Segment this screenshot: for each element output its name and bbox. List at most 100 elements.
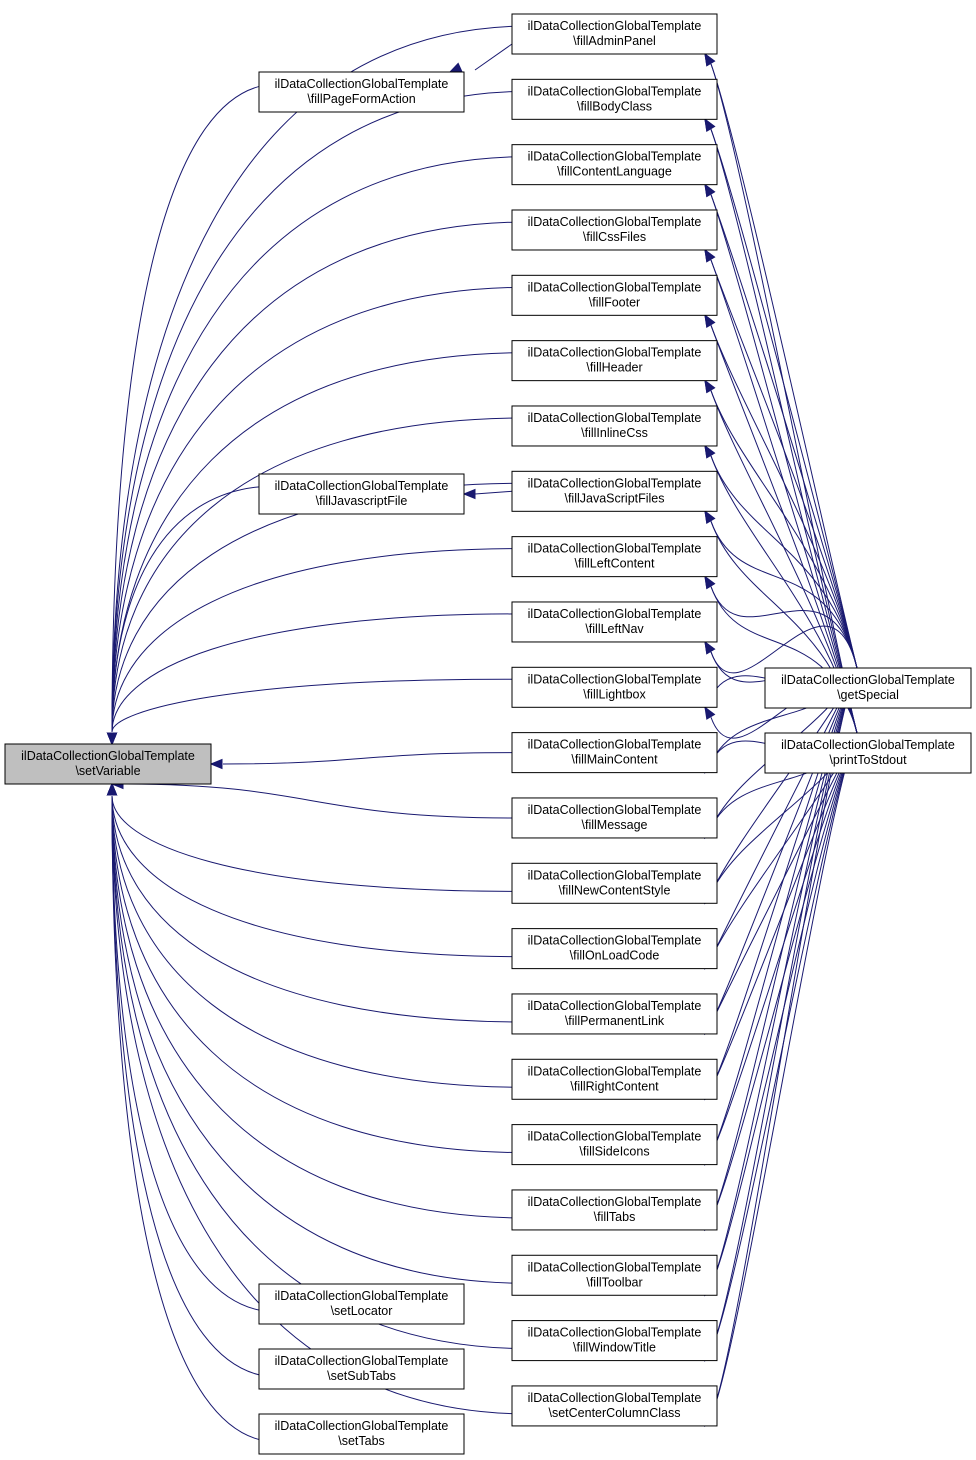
node-fillWindowTitle[interactable]: ilDataCollectionGlobalTemplate\fillWindo…: [511, 1320, 718, 1362]
node-setSubTabs[interactable]: ilDataCollectionGlobalTemplate\setSubTab…: [258, 1348, 465, 1390]
node-setVariable[interactable]: ilDataCollectionGlobalTemplate\setVariab…: [4, 743, 212, 785]
node-box: [511, 1320, 718, 1362]
node-label-line2: \fillBodyClass: [577, 99, 652, 113]
node-fillToolbar[interactable]: ilDataCollectionGlobalTemplate\fillToolb…: [511, 1254, 718, 1296]
edge-printToStdout-to-fillFooter-arrowhead: [704, 314, 716, 328]
edge-printToStdout-to-fillContentLanguage-arrowhead: [704, 183, 716, 198]
node-label-line2: \setLocator: [331, 1304, 393, 1318]
node-box: [258, 1348, 465, 1390]
node-label-line2: \fillJavaScriptFiles: [564, 491, 664, 505]
node-fillJavascriptFile[interactable]: ilDataCollectionGlobalTemplate\fillJavas…: [258, 473, 465, 515]
edge-getSpecial-to-fillHeader: [710, 390, 858, 669]
edge-fillMainContent-to-setVariable: [222, 752, 513, 765]
edge-getSpecial-to-fillWindowTitle: [710, 667, 858, 1351]
node-fillPermanentLink[interactable]: ilDataCollectionGlobalTemplate\fillPerma…: [511, 993, 718, 1035]
edge-getSpecial-to-fillPermanentLink: [710, 667, 858, 1025]
node-setLocator[interactable]: ilDataCollectionGlobalTemplate\setLocato…: [258, 1283, 465, 1325]
node-fillRightContent[interactable]: ilDataCollectionGlobalTemplate\fillRight…: [511, 1058, 718, 1100]
node-fillSideIcons[interactable]: ilDataCollectionGlobalTemplate\fillSideI…: [511, 1124, 718, 1166]
node-label-line1: ilDataCollectionGlobalTemplate: [528, 607, 702, 621]
node-label-line2: \fillAdminPanel: [573, 34, 656, 48]
node-box: [511, 209, 718, 251]
node-box: [511, 1254, 718, 1296]
node-getSpecial[interactable]: ilDataCollectionGlobalTemplate\getSpecia…: [764, 667, 972, 709]
node-fillNewContentStyle[interactable]: ilDataCollectionGlobalTemplate\fillNewCo…: [511, 862, 718, 904]
node-box: [511, 797, 718, 839]
node-box: [511, 732, 718, 774]
edge-fillInlineCss-to-setVariable: [111, 417, 533, 733]
node-label-line1: ilDataCollectionGlobalTemplate: [528, 1064, 702, 1078]
node-box: [511, 928, 718, 970]
node-label-line2: \fillWindowTitle: [573, 1341, 656, 1355]
node-label-line2: \fillFooter: [589, 295, 640, 309]
node-fillHeader[interactable]: ilDataCollectionGlobalTemplate\fillHeade…: [511, 340, 718, 382]
node-label-line1: ilDataCollectionGlobalTemplate: [528, 1260, 702, 1274]
edge-printToStdout-to-fillLeftNav-arrowhead: [704, 640, 716, 655]
node-setTabs[interactable]: ilDataCollectionGlobalTemplate\setTabs: [258, 1413, 465, 1455]
node-label-line2: \fillMainContent: [571, 753, 658, 767]
edge-fillMessage-to-setVariable: [123, 783, 513, 819]
node-label-line2: \fillCssFiles: [583, 230, 646, 244]
edge-printToStdout-to-fillCssFiles: [710, 259, 858, 734]
edge-fillAdminPanel-to-fillPageFormAction-arrowhead: [448, 62, 463, 73]
nodes-layer: ilDataCollectionGlobalTemplate\setVariab…: [4, 13, 972, 1455]
node-fillLeftNav[interactable]: ilDataCollectionGlobalTemplate\fillLeftN…: [511, 601, 718, 643]
node-fillContentLanguage[interactable]: ilDataCollectionGlobalTemplate\fillConte…: [511, 144, 718, 186]
edge-getSpecial-to-setCenterColumnClass: [710, 667, 858, 1417]
node-box: [511, 1058, 718, 1100]
edge-printToStdout-to-fillLeftContent-arrowhead: [704, 575, 716, 590]
node-fillTabs[interactable]: ilDataCollectionGlobalTemplate\fillTabs: [511, 1189, 718, 1231]
node-label-line1: ilDataCollectionGlobalTemplate: [275, 479, 449, 493]
edge-getSpecial-to-fillToolbar: [710, 667, 858, 1286]
edge-fillLeftContent-to-setVariable: [111, 548, 533, 733]
node-box: [258, 1283, 465, 1325]
node-label-line1: ilDataCollectionGlobalTemplate: [781, 673, 955, 687]
node-label-line2: \fillInlineCss: [581, 426, 648, 440]
node-label-line1: ilDataCollectionGlobalTemplate: [528, 1130, 702, 1144]
node-label-line2: \fillSideIcons: [579, 1145, 649, 1159]
node-label-line1: ilDataCollectionGlobalTemplate: [528, 215, 702, 229]
edge-fillTabs-to-setVariable: [111, 795, 533, 1219]
edge-printToStdout-to-fillJavaScriptFiles-arrowhead: [704, 510, 716, 524]
node-fillJavaScriptFiles[interactable]: ilDataCollectionGlobalTemplate\fillJavaS…: [511, 470, 718, 512]
node-box: [511, 78, 718, 120]
node-label-line1: ilDataCollectionGlobalTemplate: [528, 19, 702, 33]
node-box: [258, 71, 465, 113]
node-fillLeftContent[interactable]: ilDataCollectionGlobalTemplate\fillLeftC…: [511, 536, 718, 578]
node-fillCssFiles[interactable]: ilDataCollectionGlobalTemplate\fillCssFi…: [511, 209, 718, 251]
node-setCenterColumnClass[interactable]: ilDataCollectionGlobalTemplate\setCenter…: [511, 1385, 718, 1427]
node-fillMessage[interactable]: ilDataCollectionGlobalTemplate\fillMessa…: [511, 797, 718, 839]
node-label-line1: ilDataCollectionGlobalTemplate: [528, 476, 702, 490]
node-fillBodyClass[interactable]: ilDataCollectionGlobalTemplate\fillBodyC…: [511, 78, 718, 120]
node-fillMainContent[interactable]: ilDataCollectionGlobalTemplate\fillMainC…: [511, 732, 718, 774]
node-fillPageFormAction[interactable]: ilDataCollectionGlobalTemplate\fillPageF…: [258, 71, 465, 113]
node-label-line2: \fillLeftNav: [585, 622, 644, 636]
node-box: [511, 1124, 718, 1166]
node-label-line1: ilDataCollectionGlobalTemplate: [21, 749, 195, 763]
node-fillInlineCss[interactable]: ilDataCollectionGlobalTemplate\fillInlin…: [511, 405, 718, 447]
node-fillOnLoadCode[interactable]: ilDataCollectionGlobalTemplate\fillOnLoa…: [511, 928, 718, 970]
node-label-line2: \fillJavascriptFile: [316, 494, 408, 508]
node-fillLightbox[interactable]: ilDataCollectionGlobalTemplate\fillLight…: [511, 666, 718, 708]
node-box: [511, 536, 718, 578]
node-label-line1: ilDataCollectionGlobalTemplate: [528, 84, 702, 98]
node-label-line1: ilDataCollectionGlobalTemplate: [528, 1326, 702, 1340]
node-label-line1: ilDataCollectionGlobalTemplate: [528, 934, 702, 948]
node-fillAdminPanel[interactable]: ilDataCollectionGlobalTemplate\fillAdmin…: [511, 13, 718, 55]
node-label-line1: ilDataCollectionGlobalTemplate: [275, 77, 449, 91]
node-box: [764, 667, 972, 709]
edges-layer: [106, 25, 858, 1443]
node-printToStdout[interactable]: ilDataCollectionGlobalTemplate\printToSt…: [764, 732, 972, 774]
node-label-line2: \fillPageFormAction: [307, 92, 415, 106]
node-label-line1: ilDataCollectionGlobalTemplate: [528, 803, 702, 817]
edge-printToStdout-to-fillHeader-arrowhead: [704, 379, 716, 394]
edge-getSpecial-to-fillJavaScriptFiles: [710, 521, 858, 669]
node-box: [511, 144, 718, 186]
edge-getSpecial-to-fillRightContent: [710, 667, 858, 1090]
node-fillFooter[interactable]: ilDataCollectionGlobalTemplate\fillFoote…: [511, 274, 718, 316]
node-label-line1: ilDataCollectionGlobalTemplate: [528, 1195, 702, 1209]
node-box: [511, 862, 718, 904]
node-label-line1: ilDataCollectionGlobalTemplate: [275, 1419, 449, 1433]
edge-fillPageFormAction-to-setVariable: [111, 83, 280, 733]
